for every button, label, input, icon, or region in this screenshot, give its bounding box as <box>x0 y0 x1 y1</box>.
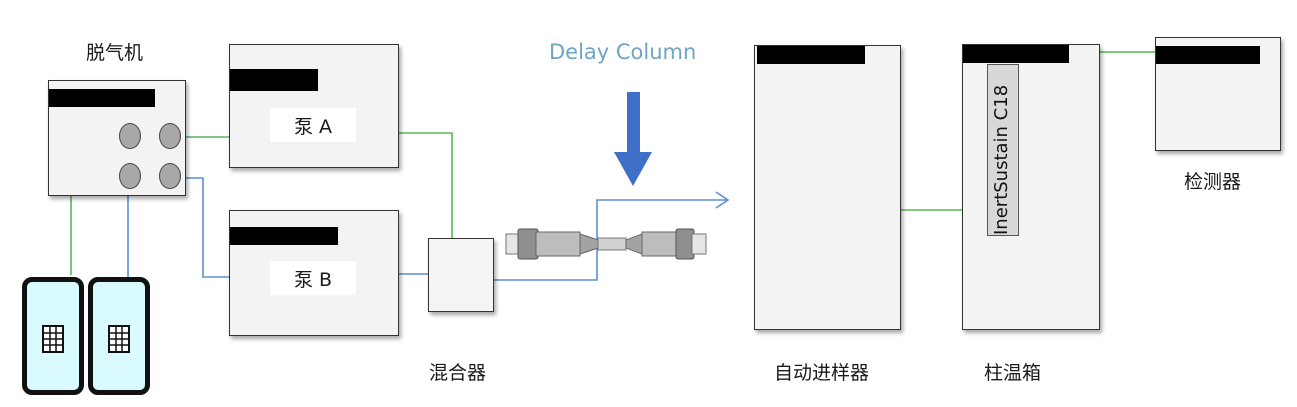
column-cartridge <box>987 64 1019 236</box>
mixer-unit <box>428 238 494 312</box>
down-arrow-icon <box>614 92 652 186</box>
grid-icon <box>42 325 64 353</box>
detector-redaction-bar <box>1156 46 1260 64</box>
delay-column-image <box>505 228 707 260</box>
blue-line-degasser-pumpB <box>180 177 229 278</box>
degasser-port-2 <box>159 123 181 149</box>
degasser-port-1 <box>119 123 141 149</box>
solvent-bottle-a <box>22 277 84 395</box>
column-oven-label: 柱温箱 <box>984 362 1042 384</box>
pump-a-label: 泵 A <box>270 108 356 142</box>
degasser-port-3 <box>119 163 141 189</box>
pump-a-redaction-bar <box>230 69 318 91</box>
pump-b-unit: 泵 B <box>229 210 399 336</box>
pump-b-label: 泵 B <box>270 261 356 295</box>
degasser-label: 脱气机 <box>86 42 144 64</box>
detector-unit <box>1155 37 1281 151</box>
degasser-port-4 <box>159 163 181 189</box>
degasser-unit <box>48 80 186 196</box>
column-label: InertSustain C18 <box>991 84 1012 235</box>
column-oven-redaction-bar <box>963 45 1069 63</box>
solvent-bottle-b <box>88 277 150 395</box>
autosampler-unit <box>754 45 901 330</box>
degasser-redaction-bar <box>49 89 155 107</box>
mixer-label: 混合器 <box>429 362 487 384</box>
pump-a-unit: 泵 A <box>229 44 399 168</box>
green-line-pumpA-mixer <box>398 132 453 238</box>
delay-column-title: Delay Column <box>549 40 697 64</box>
grid-icon <box>108 325 130 353</box>
detector-label: 检测器 <box>1184 171 1242 193</box>
blue-arrowhead <box>715 191 730 209</box>
autosampler-redaction-bar <box>757 46 865 64</box>
autosampler-label: 自动进样器 <box>774 362 870 384</box>
pump-b-redaction-bar <box>230 227 338 245</box>
column-oven-unit: InertSustain C18 <box>962 44 1100 330</box>
